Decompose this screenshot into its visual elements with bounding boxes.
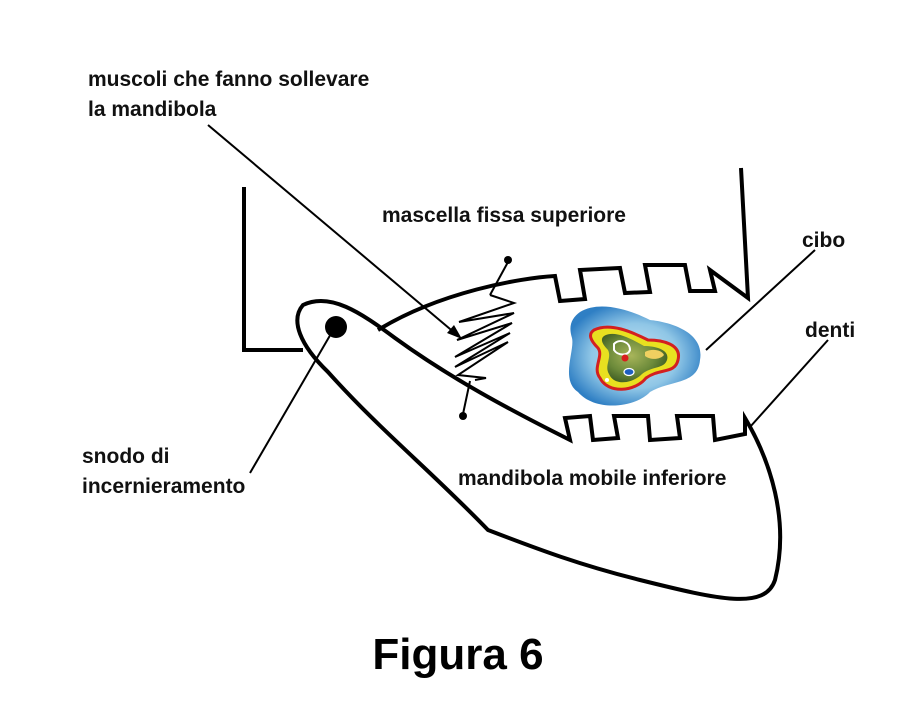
food-red-spot [621,354,629,362]
spring-top-stem [489,261,509,296]
upper-jaw [242,167,751,352]
figure-caption: Figura 6 [372,630,543,679]
spring-top-anchor [504,256,512,264]
teeth-label: denti [805,319,855,342]
spring-bottom-anchor [459,412,467,420]
muscles-leader [207,124,457,335]
upper-jaw-outline [376,167,751,332]
food-white-dot [605,378,609,382]
food-white-speck [613,340,632,356]
lower-jaw-outline [295,299,783,601]
muscles-leader-arrowhead [447,325,462,339]
hinge-label-line2: incernieramento [82,475,245,498]
hinge-label-line1: snodo di [82,445,170,468]
spring-bottom-stem [462,380,471,415]
food-leader [705,249,816,351]
food-yellow-spot [645,349,664,359]
leader-lines [207,124,829,474]
lower-jaw-label: mandibola mobile inferiore [458,467,726,490]
spring-coil [454,294,518,381]
hinge-pivot [325,316,347,338]
upper-jaw-back-wall [242,187,303,352]
muscles-label-line2: la mandibola [88,98,217,121]
upper-jaw-label: mascella fissa superiore [382,204,626,227]
food-label: cibo [802,229,845,252]
muscle-spring [454,256,518,420]
food-blob [568,306,701,406]
food-core [601,333,668,383]
food-blue-spot [623,367,635,377]
teeth-leader [749,339,829,428]
muscles-label-line1: muscoli che fanno sollevare [88,68,369,91]
hinge-leader [249,331,333,474]
lower-jaw [295,299,783,601]
